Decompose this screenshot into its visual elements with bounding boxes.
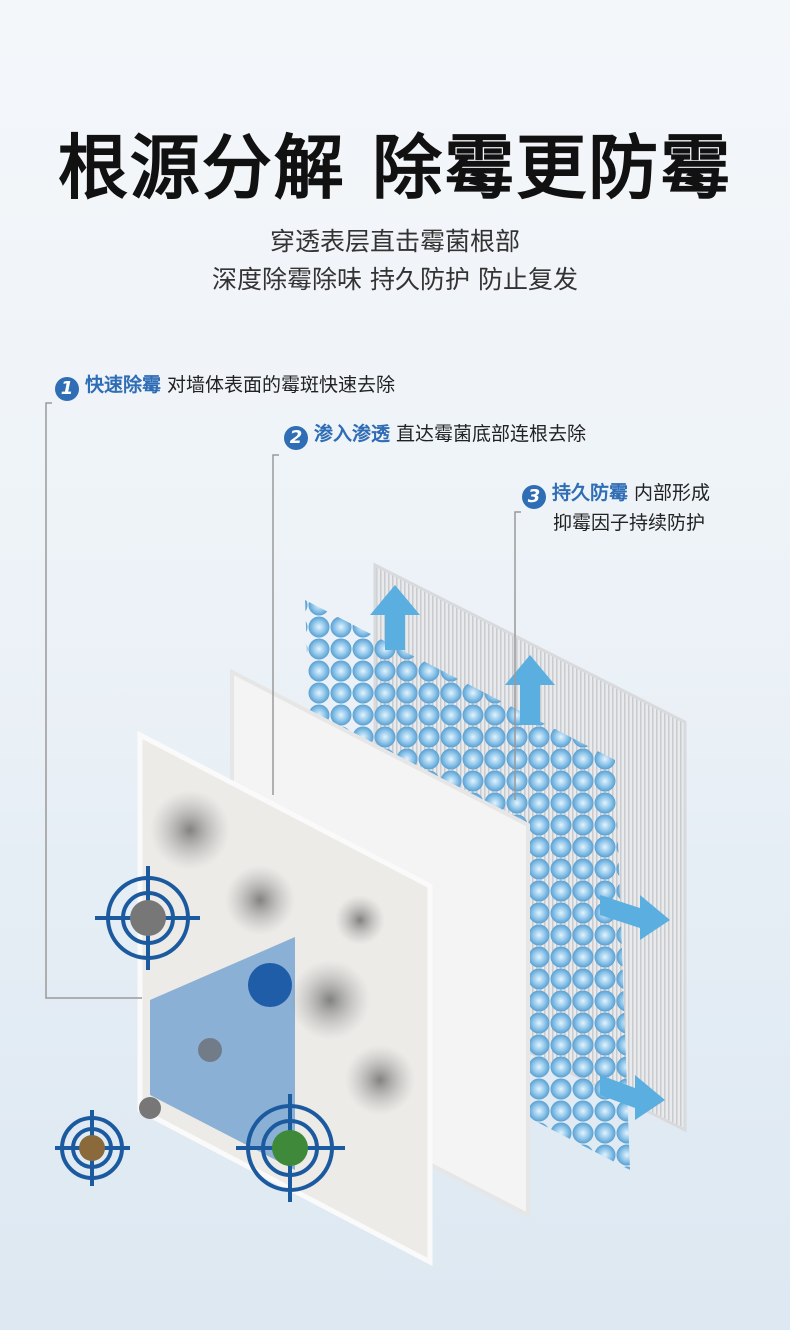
feature-title: 快速除霉 — [85, 374, 162, 396]
virus-icon — [248, 963, 292, 1007]
feature-2: 2 渗入渗透直达霉菌底部连根去除 — [284, 419, 586, 450]
feature-1: 1 快速除霉对墙体表面的霉斑快速去除 — [55, 370, 395, 401]
feature-desc: 直达霉菌底部连根去除 — [396, 423, 587, 445]
subtitle-line-1: 穿透表层直击霉菌根部 — [269, 227, 520, 256]
feature-number: 1 — [55, 377, 79, 401]
feature-number: 2 — [284, 426, 308, 450]
virus-icons — [79, 900, 308, 1166]
mold-spots — [150, 790, 415, 1115]
feature-desc: 内部形成 — [634, 482, 711, 504]
feature-3: 3 持久防霉内部形成 — [522, 478, 710, 509]
feature-number: 3 — [522, 485, 546, 509]
page-title: 根源分解 除霉更防霉 — [57, 127, 733, 209]
subtitle-line-2: 深度除霉除味 持久防护 防止复发 — [212, 265, 578, 294]
arrow-icons — [370, 585, 670, 1120]
feature-title: 持久防霉 — [552, 482, 629, 504]
feature-title: 渗入渗透 — [314, 423, 391, 445]
feature-3-desc-2: 抑霉因子持续防护 — [553, 512, 706, 534]
leader-lines — [45, 402, 521, 999]
feature-desc: 对墙体表面的霉斑快速去除 — [167, 374, 396, 396]
